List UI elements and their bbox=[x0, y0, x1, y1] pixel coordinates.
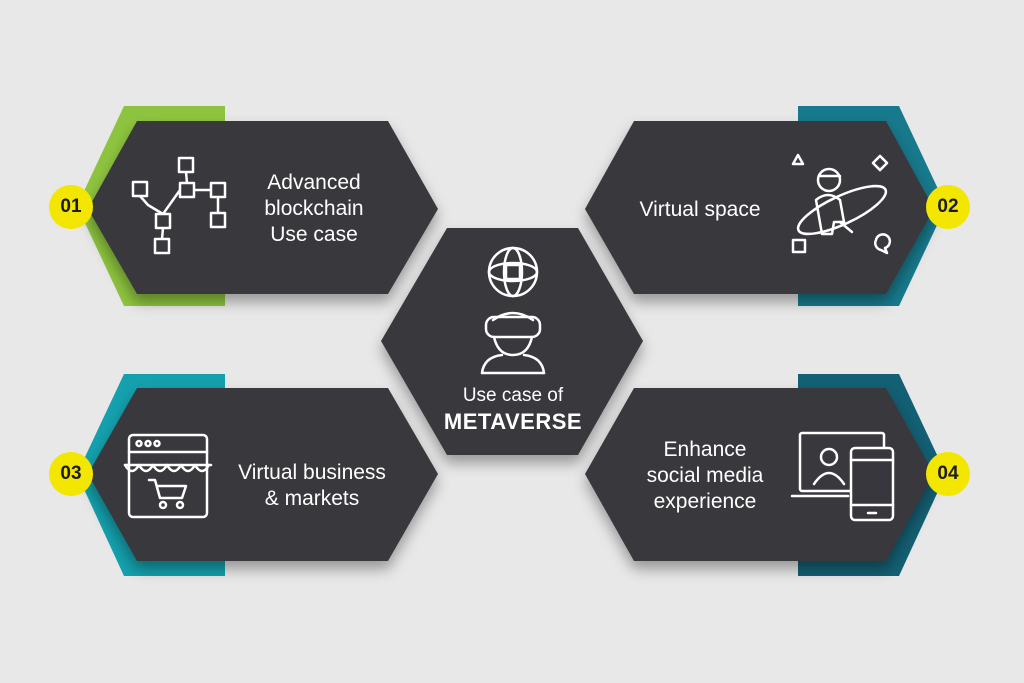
card-01 bbox=[77, 106, 438, 306]
floating-astronaut-icon bbox=[791, 153, 892, 255]
card-02-panel bbox=[585, 121, 934, 294]
badge-03: 03 bbox=[49, 452, 93, 496]
card-03-line: Virtual business bbox=[238, 461, 386, 484]
card-04-label: Enhance social media experience bbox=[630, 437, 780, 515]
card-03-label: Virtual business & markets bbox=[222, 460, 402, 512]
laptop-phone-user-icon bbox=[790, 431, 895, 522]
card-01-label: Advanced blockchain Use case bbox=[244, 170, 384, 248]
card-04-line: social media bbox=[646, 464, 764, 487]
center-hexagon bbox=[381, 228, 643, 455]
card-04-line: experience bbox=[653, 490, 757, 513]
center-label: Use case of METAVERSE bbox=[425, 384, 601, 436]
card-04 bbox=[585, 374, 946, 576]
card-04-line: Enhance bbox=[663, 438, 747, 461]
center-title-line2: METAVERSE bbox=[443, 409, 583, 434]
card-02 bbox=[585, 106, 946, 306]
card-01-line: blockchain bbox=[264, 197, 364, 220]
card-03-line: & markets bbox=[264, 487, 360, 510]
card-02-label: Virtual space bbox=[620, 197, 780, 223]
card-01-panel bbox=[88, 121, 438, 294]
card-03 bbox=[77, 374, 438, 576]
card-02-line: Virtual space bbox=[639, 198, 761, 221]
globe-icon bbox=[487, 246, 539, 298]
blockchain-network-icon bbox=[131, 156, 227, 255]
badge-01: 01 bbox=[49, 185, 93, 229]
badge-02: 02 bbox=[926, 185, 970, 229]
card-01-line: Use case bbox=[270, 223, 358, 246]
center-panel bbox=[381, 228, 643, 455]
vr-user-icon bbox=[480, 311, 546, 375]
badge-04: 04 bbox=[926, 452, 970, 496]
card-01-line: Advanced bbox=[267, 171, 361, 194]
center-title-line1: Use case of bbox=[462, 385, 564, 406]
card-04-panel bbox=[585, 388, 934, 561]
online-store-cart-icon bbox=[123, 433, 213, 519]
